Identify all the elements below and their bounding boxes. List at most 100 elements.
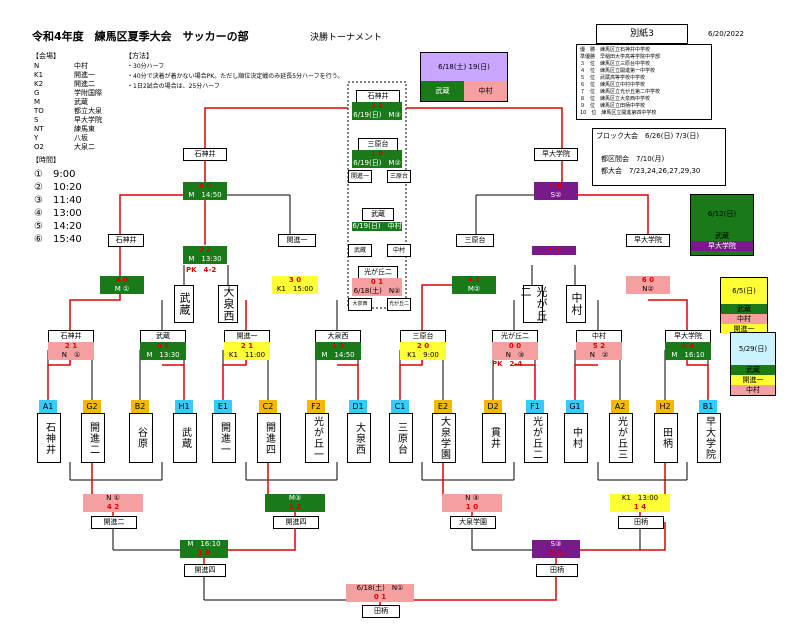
method-line: ・30分ハーフ <box>127 63 165 70</box>
r1-info: M 14:50 <box>321 351 355 359</box>
team-name: 中村 <box>570 427 582 449</box>
r1-score: 0 0 <box>508 342 522 350</box>
consolation-info: M③ <box>288 494 302 502</box>
legend-65: 6/5(日) 武蔵 中村 開進一 <box>720 277 768 334</box>
team-name: 光が丘三 <box>615 416 627 460</box>
team-name-box: 中村 <box>564 413 588 463</box>
team-seed: C2 <box>259 400 277 413</box>
consolation-info: N ① <box>106 494 120 502</box>
team-seed: B2 <box>131 400 149 413</box>
ranking-line: ９ 位 練馬区立田柄中学校 <box>580 103 646 109</box>
team-name: 光が丘一 <box>311 416 323 460</box>
team-seed: A2 <box>611 400 629 413</box>
consolation-score: 1 2 <box>288 503 302 511</box>
time-item: ① 9:00 <box>34 169 76 180</box>
consolation-winner: 開進四 <box>273 516 319 529</box>
legend-65-c: 開進一 <box>721 324 767 334</box>
team-name-box: 三原台 <box>389 413 413 463</box>
r2-label-1: 石神井 <box>108 234 144 247</box>
team-seed: F1 <box>526 400 544 413</box>
team-name-box: 貫井 <box>482 413 506 463</box>
r1-score: 0 4 <box>681 342 695 350</box>
team-name-box: 武蔵 <box>173 413 197 463</box>
legend-529-c: 中村 <box>731 385 775 395</box>
time-item: ⑤ 14:20 <box>34 221 82 232</box>
ranking-line: ３ 位 練馬区立三原台中学校 <box>580 61 651 67</box>
ranking-line: ４ 位 練馬区立開進第一中学校 <box>580 68 656 74</box>
seventh-right: 光が丘二 <box>387 298 411 311</box>
team-name-box: 開進四 <box>257 413 281 463</box>
ranking-line: ８ 位 練馬区立大泉西中学校 <box>580 96 651 102</box>
legend-final-right: 中村 <box>464 81 507 101</box>
team-name: 大泉学園 <box>438 416 450 460</box>
time-item: ② 10:20 <box>34 182 82 193</box>
consolation-winner: 大泉学園 <box>450 516 496 529</box>
team-name-box: 大泉西 <box>347 413 371 463</box>
times-heading: 【時間】 <box>32 156 60 164</box>
ranking-line: 10 位 練馬区立開進第四中学校 <box>580 110 657 116</box>
r1-info: N ③ <box>505 351 525 359</box>
team-name: 三原台 <box>395 421 407 455</box>
team-name-box: 田柄 <box>654 413 678 463</box>
r1-score: 2 0 <box>416 342 430 350</box>
consolation2-info: S③ <box>550 540 562 548</box>
r2-vertical-team: 武蔵 <box>174 285 194 323</box>
attachment-label: 別紙3 <box>596 24 688 44</box>
schedule-block: ブロック大会 6/26(日) 7/3(日) <box>596 132 700 140</box>
r1-info: N ① <box>61 351 81 359</box>
team-name: 田柄 <box>660 427 672 449</box>
consolation-info: N ③ <box>465 494 479 502</box>
r2-result-5: 1 1 <box>532 246 576 255</box>
legend-date: 6/18(土) 19(日) <box>421 53 507 81</box>
r2-pk-2: PK 4-2 <box>186 266 217 274</box>
team-name-box: 大泉学園 <box>432 413 456 463</box>
r2-vertical-team: 大泉西 <box>218 285 238 323</box>
legend-612: 6/12(日) 武蔵 早大学院 <box>690 194 754 256</box>
team-name: 谷原 <box>135 427 147 449</box>
time-item: ⑥ 15:40 <box>34 234 82 245</box>
legend-529-date: 5/29(日) <box>731 333 775 365</box>
team-seed: B1 <box>699 400 717 413</box>
legend-65-date: 6/5(日) <box>721 278 767 304</box>
team-name-box: 開進二 <box>81 413 105 463</box>
r1-info: M 16:10 <box>671 351 705 359</box>
team-seed: D2 <box>484 400 502 413</box>
team-name: 光が丘二 <box>530 416 542 460</box>
schedule-metro: 都大会 7/23,24,26,27,29,30 <box>601 167 701 175</box>
consolation-info: K1 13:00 <box>621 494 659 502</box>
team-name-box: 谷原 <box>129 413 153 463</box>
team-seed: D1 <box>349 400 367 413</box>
team-seed: A1 <box>39 400 57 413</box>
legend-529-b: 開進一 <box>731 375 775 385</box>
consolation-score: 1 4 <box>633 503 647 511</box>
ranking-line: ７ 位 練馬区立光が丘第二中学校 <box>580 89 661 95</box>
times-list: ① 9:00 ② 10:20 ③ 11:40 ④ 13:00 ⑤ 14:20 ⑥… <box>34 168 82 246</box>
consolation2-score: 1 0 <box>197 549 211 557</box>
ranking-line: ５ 位 武蔵高等学校中学校 <box>580 75 646 81</box>
team-name-box: 光が丘三 <box>609 413 633 463</box>
team-seed: H1 <box>175 400 193 413</box>
third-right: 三原台 <box>387 170 411 183</box>
r2-vertical-team: 光が丘二 <box>519 285 548 323</box>
legend-612-a: 武蔵 <box>715 232 729 240</box>
